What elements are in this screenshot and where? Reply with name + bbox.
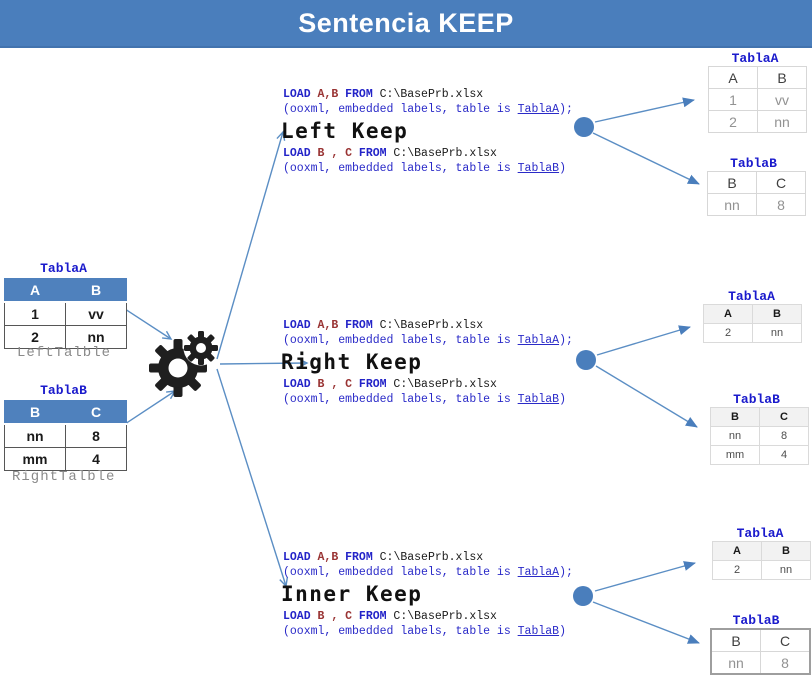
section-left-keep: LOAD A,B FROM C:\BasePrb.xlsx (ooxml, em… [281, 87, 573, 176]
code-line: LOAD A,B FROM C:\BasePrb.xlsx [283, 88, 484, 101]
arrow-branch1-to-tablaA [594, 97, 695, 123]
col-header: C [759, 407, 809, 427]
result-table: A B 2 nn [703, 304, 802, 343]
source-tablaB-label: TablaB [40, 383, 87, 398]
cell: 2 [4, 325, 66, 349]
code-line: LOAD B , C FROM C:\BasePrb.xlsx [283, 610, 497, 623]
result-tablaB-label: TablaB [733, 392, 780, 407]
branch-dot [573, 586, 593, 606]
section-right-keep: LOAD A,B FROM C:\BasePrb.xlsx (ooxml, em… [281, 318, 573, 407]
arrow-gears-to-left-keep [216, 130, 286, 360]
col-header: C [65, 400, 127, 425]
cell: vv [65, 301, 127, 326]
result-table: A B 1 vv 2 nn [708, 66, 807, 133]
cell: mm [710, 445, 760, 465]
source-tablaB-caption: RightTalble [12, 469, 116, 485]
arrow-gears-to-right-keep [219, 358, 309, 368]
col-header: B [707, 171, 757, 194]
result-table: B C nn 8 [710, 628, 811, 675]
cell: nn [757, 110, 807, 133]
cell: mm [4, 447, 66, 471]
col-header: B [710, 628, 761, 652]
col-header: C [756, 171, 806, 194]
code-line: LOAD B , C FROM C:\BasePrb.xlsx [283, 378, 497, 391]
cell: 2 [712, 560, 762, 580]
cell: 8 [760, 651, 811, 675]
col-header: B [4, 400, 66, 425]
branch-dot [576, 350, 596, 370]
cell: 4 [65, 447, 127, 471]
cell: 4 [759, 445, 809, 465]
arrow-branch3-to-tablaB [592, 601, 700, 644]
cell: nn [4, 423, 66, 448]
page-title: Sentencia KEEP [298, 7, 514, 38]
col-header: A [4, 278, 66, 303]
cell: 8 [756, 193, 806, 216]
result-tablaB-label: TablaB [732, 613, 780, 628]
result-tablaA-label: TablaA [728, 289, 775, 304]
result-tablaA-label: TablaA [736, 526, 784, 541]
result-table: A B 2 nn [712, 541, 811, 580]
col-header: B [752, 304, 802, 324]
source-table-tablaA: A B 1 vv 2 nn [4, 278, 127, 349]
arrow-branch3-to-tablaA [594, 561, 696, 592]
section-inner-keep: LOAD A,B FROM C:\BasePrb.xlsx (ooxml, em… [281, 550, 573, 639]
arrow-branch1-to-tablaB [592, 132, 700, 185]
code-line: (ooxml, embedded labels, table is TablaA… [283, 103, 573, 116]
cell: nn [710, 651, 761, 675]
col-header: B [65, 278, 127, 303]
cell: 1 [708, 88, 758, 111]
cell: 2 [708, 110, 758, 133]
title-bar: Sentencia KEEP [0, 0, 812, 48]
cell: 8 [65, 423, 127, 448]
code-line: LOAD A,B FROM C:\BasePrb.xlsx [283, 551, 484, 564]
arrow-branch2-to-tablaB [595, 365, 698, 428]
code-line: LOAD A,B FROM C:\BasePrb.xlsx [283, 319, 484, 332]
code-line: LOAD B , C FROM C:\BasePrb.xlsx [283, 147, 497, 160]
cell: nn [752, 323, 802, 343]
col-header: A [712, 541, 762, 561]
cell: nn [710, 426, 760, 446]
cell: 8 [759, 426, 809, 446]
source-tablaA-caption: LeftTalble [17, 345, 112, 361]
cell: nn [707, 193, 757, 216]
col-header: C [760, 628, 811, 652]
code-line: (ooxml, embedded labels, table is TablaA… [283, 334, 573, 347]
result-tablaA-label: TablaA [731, 51, 779, 66]
col-header: B [761, 541, 811, 561]
keep-heading: Left Keep [281, 119, 409, 143]
result-table: B C nn 8 [707, 171, 806, 216]
code-line: (ooxml, embedded labels, table is TablaB… [283, 393, 566, 406]
branch-dot [574, 117, 594, 137]
cell: 2 [703, 323, 753, 343]
code-line: (ooxml, embedded labels, table is TablaB… [283, 162, 566, 175]
code-line: (ooxml, embedded labels, table is TablaB… [283, 625, 566, 638]
arrow-gears-to-inner-keep [216, 368, 289, 588]
cell: vv [757, 88, 807, 111]
col-header: B [710, 407, 760, 427]
result-table: B C nn 8 mm 4 [710, 407, 809, 465]
code-line: (ooxml, embedded labels, table is TablaA… [283, 566, 573, 579]
arrow-branch2-to-tablaA [596, 325, 691, 356]
col-header: B [757, 66, 807, 89]
source-table-tablaB: B C nn 8 mm 4 [4, 400, 127, 471]
cell: nn [65, 325, 127, 349]
source-tablaA-label: TablaA [40, 261, 87, 276]
gears-icon [149, 330, 219, 397]
keep-heading: Right Keep [281, 350, 423, 374]
cell: 1 [4, 301, 66, 326]
col-header: A [708, 66, 758, 89]
arrow-tablaA-to-gears [124, 308, 173, 340]
arrow-tablaB-to-gears [124, 390, 177, 425]
result-tablaB-label: TablaB [730, 156, 777, 171]
cell: nn [761, 560, 811, 580]
keep-heading: Inner Keep [281, 582, 423, 606]
col-header: A [703, 304, 753, 324]
